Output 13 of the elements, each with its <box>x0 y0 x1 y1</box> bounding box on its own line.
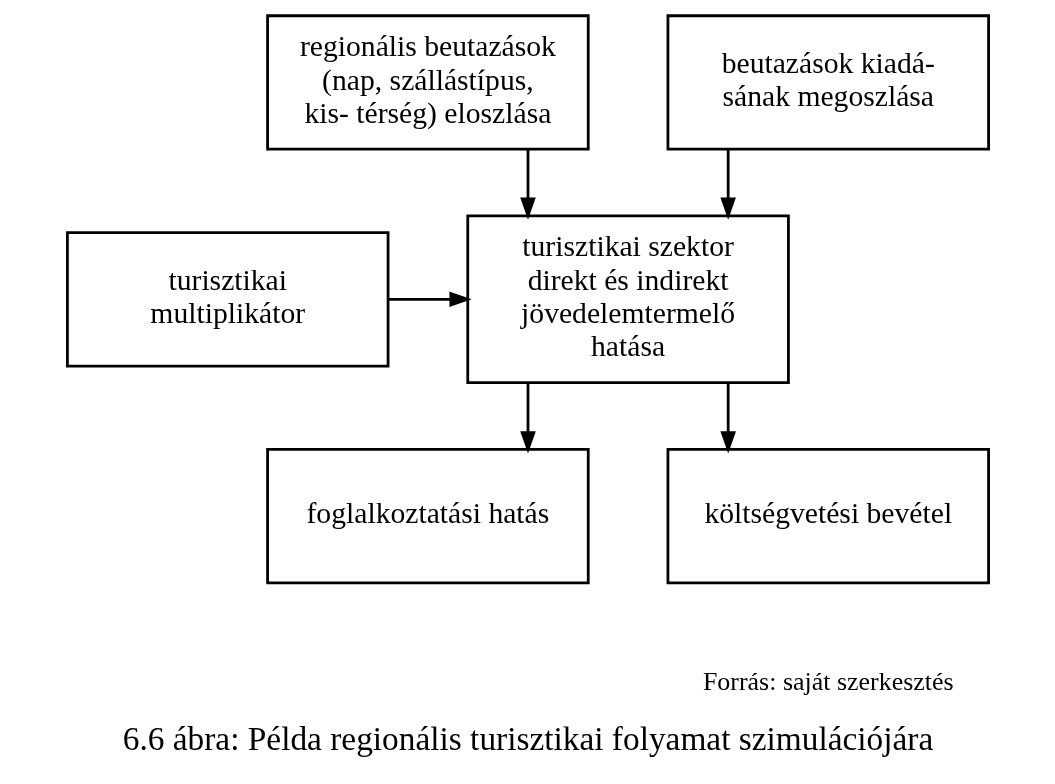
arrow <box>519 149 536 220</box>
node-box: turisztikai szektor direkt és indirekt jövedelemtermelő hatása <box>465 214 790 385</box>
node-box: regionális beutazások (nap, szállástípus, kis- térség) eloszlása <box>265 14 590 151</box>
label: Forrás: saját szerkesztés <box>702 666 954 696</box>
node-box: turisztikai multiplikátor <box>65 231 389 368</box>
arrow <box>719 383 736 454</box>
node-box: beutazások kiadá- sának megoszlása <box>666 14 990 151</box>
arrow <box>387 291 472 308</box>
caption: 6.6 ábra: Példa regionális turisztikai folyamat szimulációjára <box>122 720 933 758</box>
arrow <box>719 149 736 220</box>
node-box: költségvetési bevétel <box>666 448 990 585</box>
node-box: foglalkoztatási hatás <box>265 448 590 585</box>
arrow <box>519 383 536 454</box>
